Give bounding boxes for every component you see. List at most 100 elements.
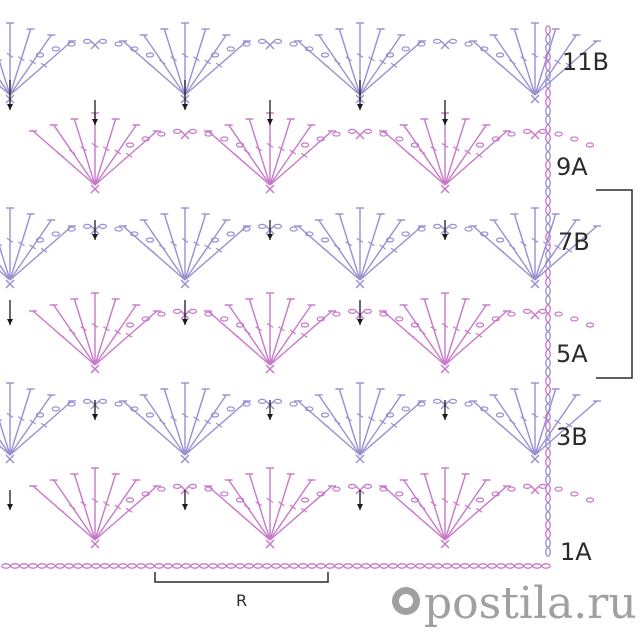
stitch-tick [322,422,330,428]
stitch-tick [531,237,539,243]
chain-stitch [448,38,458,44]
chain-stitch [406,563,416,569]
stitch-tick [278,501,285,507]
double-crochet [318,219,361,281]
chain-stitch [352,563,362,569]
chain-stitch [35,237,45,243]
chain-stitch [188,128,198,134]
double-crochet [9,28,32,96]
stitch-tick [103,501,110,507]
single-crochet [5,279,15,289]
stitch-tick [114,329,122,335]
chain-stitch [487,563,497,569]
chain-stitch [545,277,551,287]
double-crochet [534,400,598,456]
stitch-tick [18,241,25,247]
stitch-tick [300,507,308,513]
double-crochet [513,388,536,456]
chain-stitch [242,226,251,232]
double-crochet [269,485,333,541]
double-crochet [94,118,117,186]
row-label-7b: 7B [558,228,590,256]
chain-stitch [464,401,473,407]
chain-stitch [451,563,461,569]
chain-stitch [334,563,344,569]
stitch-tick [255,326,262,332]
stitch-tick [266,322,274,328]
double-crochet [359,219,402,281]
chain-stitch [204,131,213,137]
chain-stitch [507,311,516,317]
chain-stitch [545,25,551,35]
chain-stitch [554,131,563,137]
chain-stitch [545,385,551,395]
chain-stitch [480,231,489,237]
single-crochet [530,94,540,104]
chain-stitch [410,497,420,503]
stitch-tick [243,149,251,155]
chain-stitch [35,412,45,418]
chain-stitch [475,322,485,328]
repeat-label: R [236,591,247,610]
chain-stitch [235,322,245,328]
stitch-tick [520,416,527,422]
double-crochet [513,213,536,281]
chain-stitch [300,322,310,328]
chain-stitch [464,226,473,232]
direction-arrow [442,234,448,240]
chain-stitch [257,38,267,44]
single-crochet [530,310,540,320]
stitch-tick [464,329,472,335]
chain-stitch [130,231,139,237]
chain-stitch [67,41,76,47]
double-crochet [444,304,487,366]
chain-stitch [545,205,551,215]
chain-stitch [98,398,108,404]
double-crochet [9,400,73,456]
chain-stitch [118,563,128,569]
chain-stitch [217,563,227,569]
direction-arrow [182,504,188,510]
direction-arrow [442,119,448,125]
row-bracket [596,189,633,379]
chain-stitch [532,563,542,569]
chain-stitch [157,131,166,137]
double-crochet [359,40,423,96]
stitch-tick [300,332,308,338]
chain-stitch [28,563,38,569]
chain-stitch [82,223,92,229]
stitch-tick [215,62,223,68]
chain-stitch [305,231,314,237]
chain-stitch [541,563,551,569]
double-crochet [297,400,361,456]
chain-stitch [1,563,11,569]
stitch-tick [497,422,505,428]
chain-stitch [273,38,283,44]
chain-stitch [210,237,220,243]
chain-stitch [545,394,551,404]
double-crochet [94,310,158,366]
double-crochet [382,485,446,541]
chain-stitch [210,52,220,58]
direction-arrow [92,234,98,240]
chain-stitch [125,322,135,328]
double-crochet [534,213,557,281]
stitch-tick [204,419,212,425]
double-crochet [534,394,577,456]
chain-stitch [545,34,551,44]
chain-stitch [10,563,20,569]
chain-stitch [253,563,263,569]
chain-stitch [522,308,532,314]
chain-stitch [181,563,191,569]
double-crochet [163,213,186,281]
single-crochet [355,454,365,464]
stitch-tick [356,52,364,58]
chain-stitch [67,401,76,407]
direction-arrow [267,234,273,240]
chain-stitch [363,483,373,489]
stitch-tick [453,501,460,507]
double-crochet [122,40,186,96]
chain-stitch [545,169,551,179]
chain-stitch [570,491,579,497]
stitch-tick [508,244,516,250]
